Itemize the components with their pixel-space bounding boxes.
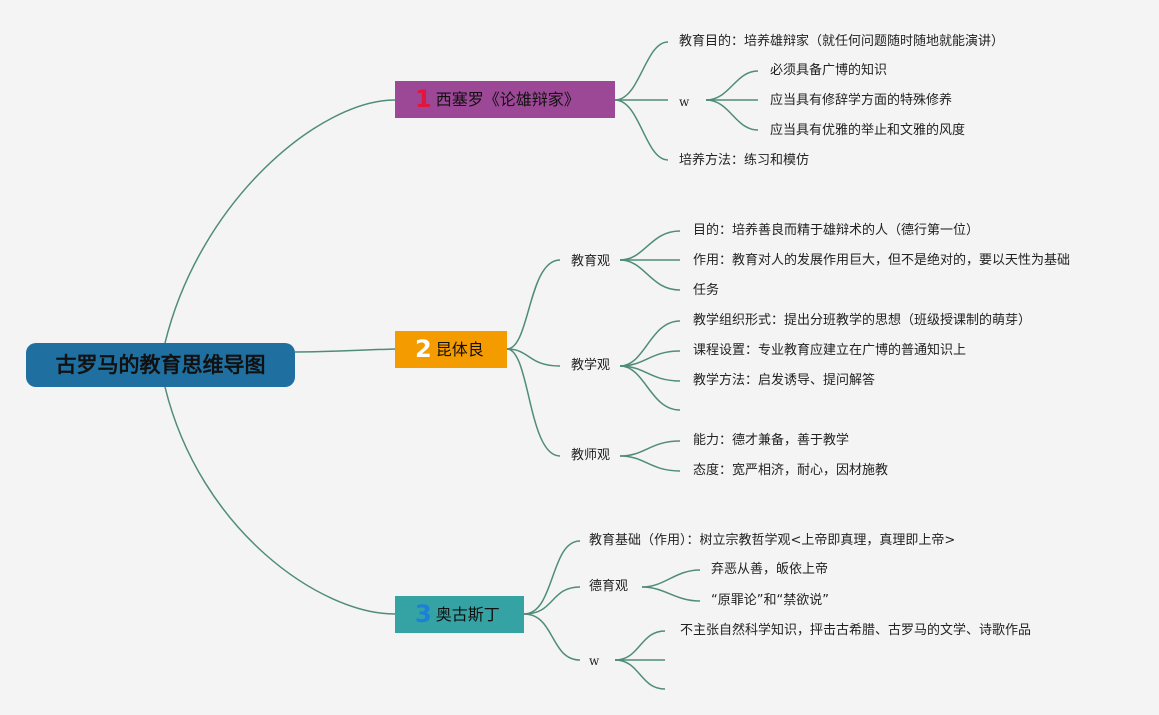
branch-number: 3	[415, 600, 432, 628]
teaching-view-item-1[interactable]: 教学组织形式：提出分班教学的思想（班级授课制的萌芽）	[693, 313, 1032, 328]
teacher-view-item-1[interactable]: 能力：德才兼备，善于教学	[693, 433, 850, 448]
branch-title: 西塞罗《论雄辩家》	[435, 90, 580, 109]
augustine-moral-view[interactable]: 德育观	[589, 579, 629, 594]
cicero-method[interactable]: 培养方法：练习和模仿	[679, 153, 810, 168]
augustine-w-item-1[interactable]: 不主张自然科学知识，抨击古希腊、古罗马的文学、诗歌作品	[680, 623, 1032, 638]
branch-title: 昆体良	[435, 340, 484, 359]
quintilian-teacher-view[interactable]: 教师观	[571, 448, 611, 463]
cicero-w-item-3[interactable]: 应当具有优雅的举止和文雅的风度	[770, 123, 966, 138]
augustine-w[interactable]: w	[589, 654, 600, 668]
cicero-w[interactable]: w	[679, 95, 690, 109]
teacher-view-item-2[interactable]: 态度：宽严相济，耐心，因材施教	[693, 463, 889, 478]
root-topic[interactable]: 古罗马的教育思维导图	[26, 343, 295, 387]
branch-number: 1	[415, 85, 432, 113]
augustine-foundation[interactable]: 教育基础（作用）：树立宗教哲学观<上帝即真理，真理即上帝>	[589, 533, 956, 548]
quintilian-education-view[interactable]: 教育观	[571, 254, 611, 269]
cicero-goal[interactable]: 教育目的：培养雄辩家（就任何问题随时随地就能演讲）	[679, 34, 1005, 49]
education-view-item-2[interactable]: 作用：教育对人的发展作用巨大，但不是绝对的，要以天性为基础	[693, 253, 1071, 268]
branch-title: 奥古斯丁	[435, 605, 500, 624]
branch-number: 2	[415, 335, 432, 363]
education-view-item-3[interactable]: 任务	[693, 283, 720, 298]
cicero-w-item-2[interactable]: 应当具有修辞学方面的特殊修养	[770, 93, 953, 108]
education-view-item-1[interactable]: 目的：培养善良而精于雄辩术的人（德行第一位）	[693, 223, 980, 238]
moral-view-item-1[interactable]: 弃恶从善，皈依上帝	[711, 562, 829, 577]
moral-view-item-2[interactable]: “原罪论”和“禁欲说”	[711, 593, 829, 608]
quintilian-teaching-view[interactable]: 教学观	[571, 358, 611, 373]
teaching-view-item-2[interactable]: 课程设置：专业教育应建立在广博的普通知识上	[693, 343, 967, 358]
cicero-w-item-1[interactable]: 必须具备广博的知识	[770, 63, 888, 78]
teaching-view-item-3[interactable]: 教学方法：启发诱导、提问解答	[693, 373, 876, 388]
